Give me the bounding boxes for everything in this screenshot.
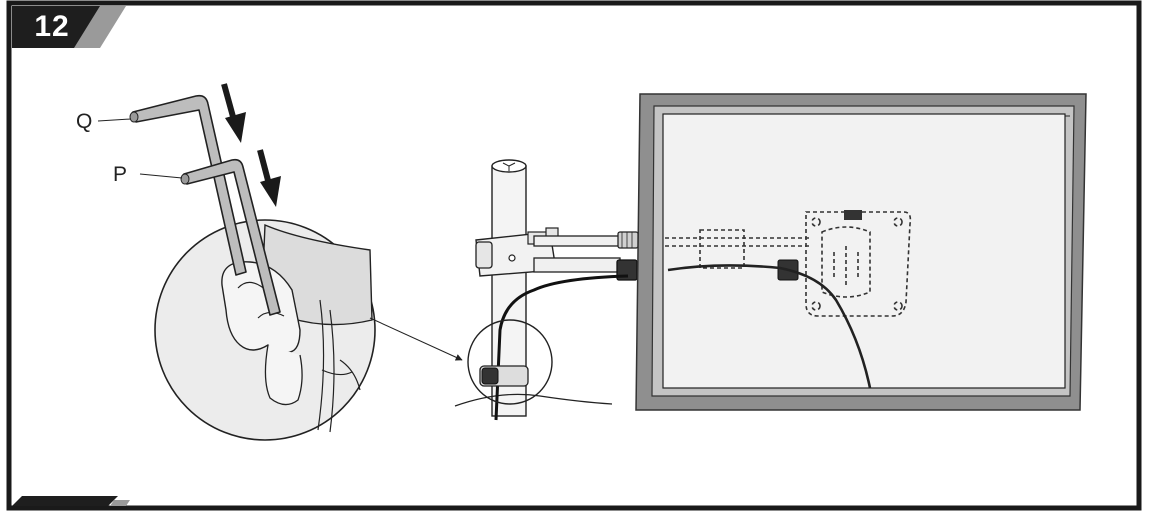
monitor-cable-hidden <box>667 264 872 389</box>
hex-key-p <box>180 158 281 316</box>
step-badge <box>12 6 100 48</box>
page-frame <box>6 0 1142 511</box>
monitor <box>635 93 1087 411</box>
cable-clip-detail <box>467 319 553 405</box>
monitor-cable <box>494 274 629 421</box>
down-arrow-icon <box>221 83 246 143</box>
next-step-badge-hint <box>12 496 118 506</box>
step-number: 12 <box>34 10 70 43</box>
step-badge-accent <box>70 6 126 48</box>
monitor-post <box>454 159 613 417</box>
part-label-p: P <box>113 163 128 186</box>
next-step-badge-accent <box>110 500 130 506</box>
hex-key-q <box>129 94 247 276</box>
vesa-mount-solid <box>667 210 872 389</box>
down-arrow-icon <box>257 149 281 207</box>
part-label-q: Q <box>76 110 93 133</box>
q-leader-line <box>97 118 132 122</box>
monitor-screen <box>662 113 1066 389</box>
p-leader-line <box>139 173 183 179</box>
detail-magnifier <box>154 219 463 441</box>
